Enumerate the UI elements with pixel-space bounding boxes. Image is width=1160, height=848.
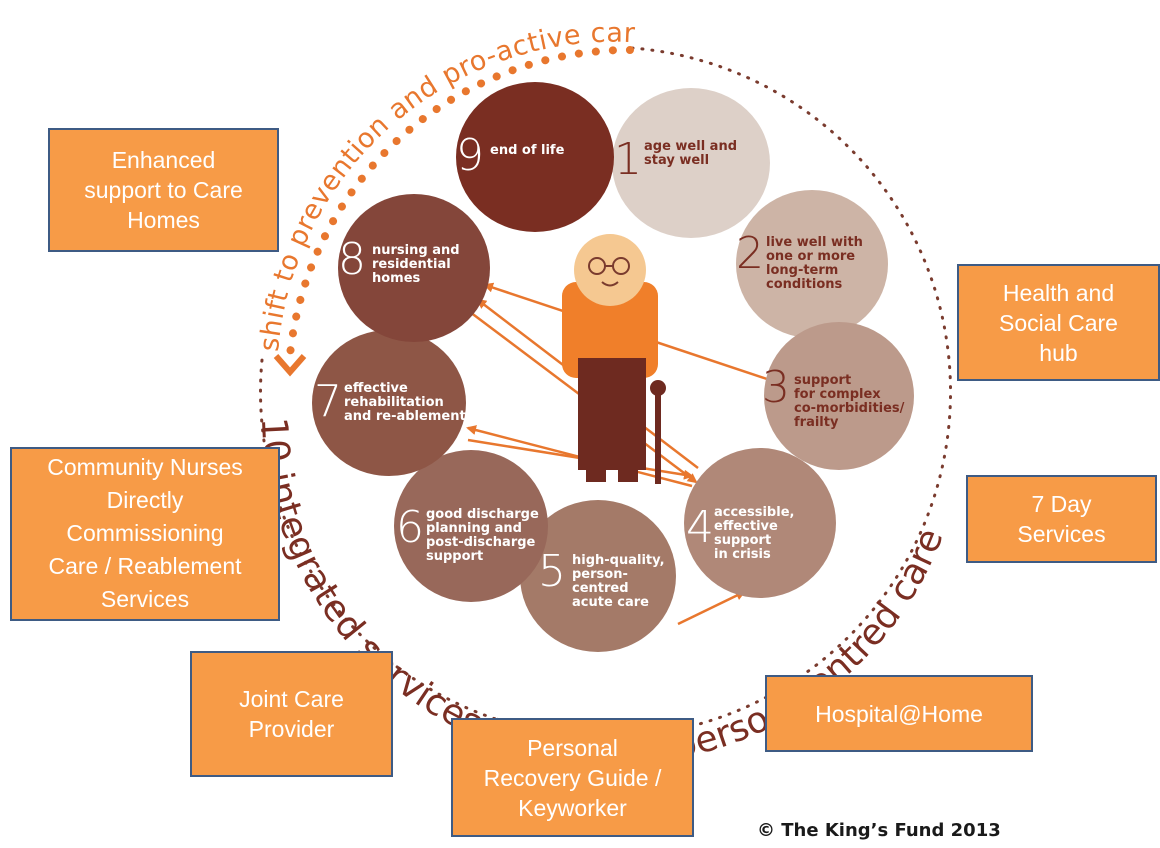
stage-number: 4 [686, 502, 714, 553]
service-box-text: Enhanced support to Care Homes [84, 147, 243, 233]
stage-number: 3 [762, 362, 790, 413]
stage-label: effective rehabilitation and re-ablement [344, 381, 466, 424]
stage-label: good discharge planning and post-dischar… [426, 507, 539, 564]
stage-number: 9 [456, 130, 484, 181]
stage-label: nursing and residential homes [372, 243, 460, 286]
stage-circle-7: 7 effective rehabilitation and re-ableme… [312, 330, 466, 476]
arrow-5-to-4 [677, 590, 746, 626]
stage-label: support for complex co-morbidities/ frai… [794, 373, 905, 430]
stage-number: 8 [338, 234, 366, 285]
stage-label: age well and stay well [644, 139, 738, 168]
service-box-personal-recovery-guide: Personal Recovery Guide / Keyworker [451, 718, 694, 837]
stage-label: accessible, effective support in crisis [714, 505, 795, 562]
person-figure [562, 234, 666, 484]
service-box-text: Community Nurses Directly Commissioning … [47, 454, 243, 612]
stage-number: 1 [614, 134, 642, 185]
service-box-hospital-at-home: Hospital@Home [765, 675, 1033, 752]
service-box-text: Hospital@Home [815, 700, 983, 727]
service-box-health-social-care-hub: Health and Social Care hub [957, 264, 1160, 381]
stage-number: 5 [538, 546, 566, 597]
stage-number: 7 [314, 376, 342, 427]
copyright-notice: © The King’s Fund 2013 [757, 820, 1001, 841]
stage-number: 2 [736, 228, 764, 279]
prevention-arc-arrowhead [273, 354, 307, 377]
stage-number: 6 [396, 502, 424, 553]
stage-circle-3: 3 support for complex co-morbidities/ fr… [762, 322, 914, 470]
service-box-text: Personal Recovery Guide / Keyworker [483, 734, 662, 821]
service-box-joint-care-provider: Joint Care Provider [190, 651, 393, 777]
service-box-text: Health and Social Care hub [999, 279, 1118, 366]
stage-circle-9: 9 end of life [456, 82, 614, 232]
stage-label: live well with one or more long-term con… [766, 235, 863, 292]
service-box-7-day-services: 7 Day Services [966, 475, 1157, 563]
service-box-text: 7 Day Services [1017, 491, 1106, 547]
stage-label: end of life [490, 143, 565, 158]
service-box-text: Joint Care Provider [239, 686, 344, 742]
stage-circle-1: 1 age well and stay well [612, 88, 770, 238]
service-box-community-nurses: Community Nurses Directly Commissioning … [10, 447, 280, 621]
stage-circle-6: 6 good discharge planning and post-disch… [394, 450, 548, 602]
stage-circle-8: 8 nursing and residential homes [338, 194, 490, 342]
prevention-arc-dots [286, 45, 634, 359]
service-box-enhanced-care-homes: Enhanced support to Care Homes [48, 128, 279, 252]
stage-circle-2: 2 live well with one or more long-term c… [736, 190, 888, 338]
stage-circle-4: 4 accessible, effective support in crisi… [684, 448, 836, 598]
stage-label: high-quality, person-centred acute care [572, 553, 665, 610]
dotted-ring [259, 46, 952, 739]
